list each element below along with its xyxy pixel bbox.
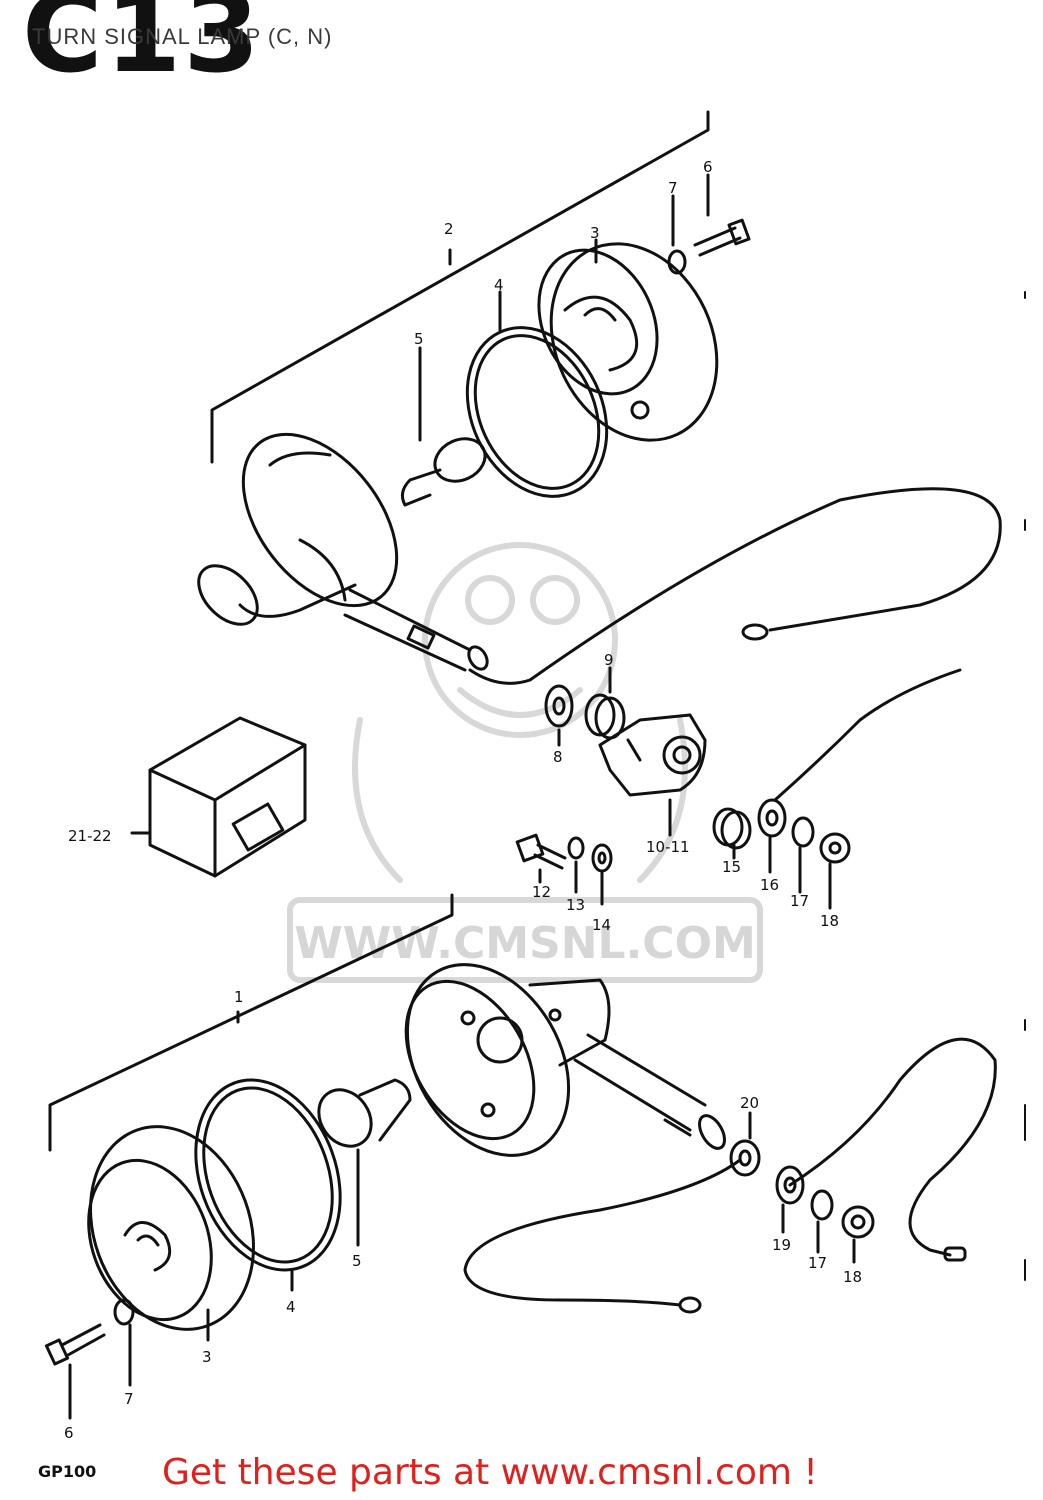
washer-20 bbox=[729, 1111, 761, 1177]
callout-5-bottom: 5 bbox=[352, 1252, 362, 1270]
washer-13 bbox=[567, 836, 585, 894]
callout-7-top: 7 bbox=[668, 179, 678, 197]
nut-18-top bbox=[819, 832, 851, 910]
bulb-bottom bbox=[317, 1078, 412, 1247]
diagram-title: TURN SIGNAL LAMP (C, N) bbox=[32, 24, 333, 49]
callout-20: 20 bbox=[740, 1094, 759, 1112]
callout-6-bottom: 6 bbox=[64, 1424, 74, 1442]
callout-labels: 2 3 4 5 6 7 8 9 10-11 12 13 14 15 16 17 … bbox=[64, 158, 862, 1442]
group-bracket-2 bbox=[210, 110, 710, 464]
callout-1: 1 bbox=[234, 988, 244, 1006]
callout-12: 12 bbox=[532, 883, 551, 901]
callout-4-bottom: 4 bbox=[286, 1298, 296, 1316]
grommet-15 bbox=[712, 807, 752, 860]
gasket-ring-top bbox=[465, 290, 609, 498]
washer-top bbox=[667, 194, 687, 275]
nut-18-bottom bbox=[841, 1205, 875, 1264]
washer-19 bbox=[775, 1165, 805, 1234]
callout-7-bottom: 7 bbox=[124, 1390, 134, 1408]
callout-15: 15 bbox=[722, 858, 741, 876]
callout-13: 13 bbox=[566, 896, 585, 914]
callout-14: 14 bbox=[592, 916, 611, 934]
washer-17-bottom bbox=[810, 1189, 834, 1254]
callout-9: 9 bbox=[604, 651, 614, 669]
gasket-ring-bottom bbox=[194, 1078, 342, 1292]
washer-bottom bbox=[113, 1298, 135, 1387]
callout-8: 8 bbox=[553, 748, 563, 766]
bracket-10-11 bbox=[598, 713, 707, 837]
screw-bottom bbox=[44, 1323, 106, 1420]
watermark-logo bbox=[287, 542, 763, 983]
group-bracket-1 bbox=[48, 893, 454, 1152]
washer-14 bbox=[591, 843, 613, 906]
lens-bottom bbox=[87, 1125, 255, 1342]
watermark-text: WWW.CMSNL.COM bbox=[294, 918, 756, 969]
callout-21-22: 21-22 bbox=[68, 827, 112, 845]
model-code: GP100 bbox=[38, 1462, 97, 1481]
callout-2: 2 bbox=[444, 220, 454, 238]
screw-top bbox=[693, 173, 751, 257]
washer-16 bbox=[757, 668, 962, 874]
lamp-housing-top bbox=[197, 432, 1002, 685]
callout-18-bottom: 18 bbox=[843, 1268, 862, 1286]
bolt-12 bbox=[515, 833, 567, 884]
callout-17-bottom: 17 bbox=[808, 1254, 827, 1272]
callout-3-top: 3 bbox=[590, 224, 600, 242]
relay-21-22 bbox=[130, 716, 307, 878]
lamp-housing-bottom bbox=[404, 963, 997, 1314]
washer-8 bbox=[544, 684, 574, 747]
callout-17-top: 17 bbox=[790, 892, 809, 910]
callout-6-top: 6 bbox=[703, 158, 713, 176]
collar-9 bbox=[584, 666, 626, 740]
washer-17-top bbox=[791, 816, 815, 894]
diagram-code: C13 bbox=[22, 0, 262, 97]
callout-3-bottom: 3 bbox=[202, 1348, 212, 1366]
callout-5-top: 5 bbox=[414, 330, 424, 348]
callout-4-top: 4 bbox=[494, 276, 504, 294]
callout-16: 16 bbox=[760, 876, 779, 894]
lens-top bbox=[537, 238, 719, 442]
callout-19: 19 bbox=[772, 1236, 791, 1254]
parts-link-text[interactable]: Get these parts at www.cmsnl.com ! bbox=[162, 1452, 818, 1493]
callout-18-top: 18 bbox=[820, 912, 839, 930]
callout-10-11: 10-11 bbox=[646, 838, 690, 856]
